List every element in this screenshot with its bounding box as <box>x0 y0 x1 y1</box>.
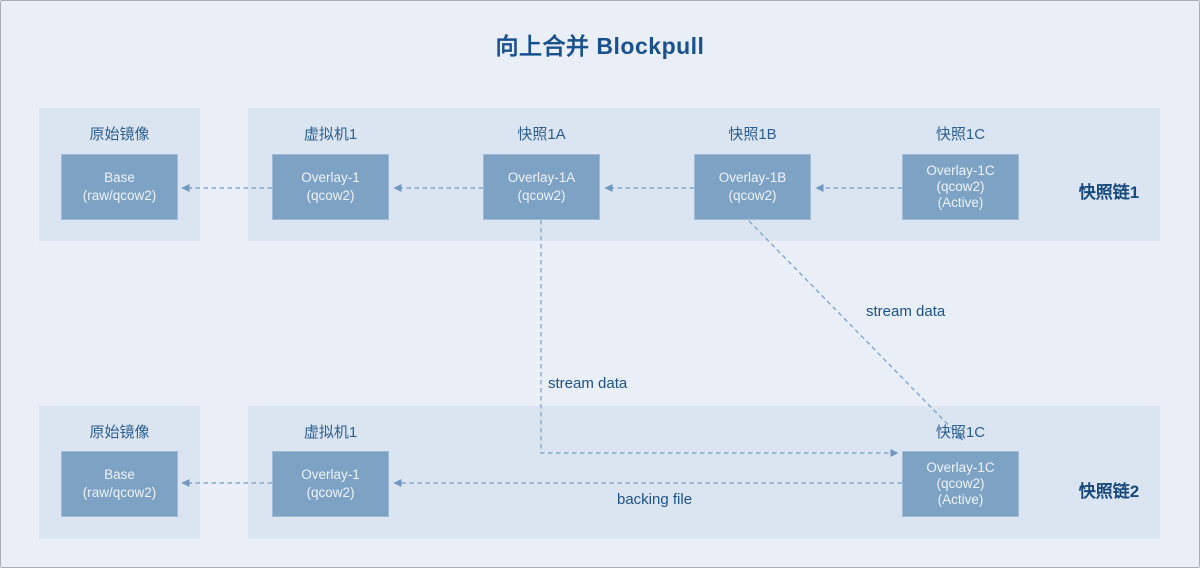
chain2-overlay1-box: Overlay-1 (qcow2) <box>272 451 389 517</box>
box-line: Base <box>104 170 135 185</box>
chain1-vm-label: 虚拟机1 <box>303 126 358 143</box>
chain2-name: 快照链2 <box>1078 482 1140 501</box>
diagram-title: 向上合并 Blockpull <box>495 33 705 59</box>
chain2-base-box: Base (raw/qcow2) <box>61 451 178 517</box>
stream-data-label-vertical: stream data <box>548 375 628 392</box>
box-line: Overlay-1 <box>301 467 360 482</box>
chain1-overlay1-box: Overlay-1 (qcow2) <box>272 154 389 220</box>
chain1-overlay1b-box: Overlay-1B (qcow2) <box>694 154 811 220</box>
box-line: (qcow2) <box>306 188 355 203</box>
chain2-vm-label: 虚拟机1 <box>303 424 358 441</box>
chain1-name: 快照链1 <box>1078 183 1140 202</box>
box-line: (qcow2) <box>517 188 566 203</box>
box-line: (qcow2) <box>936 179 985 194</box>
box-line: Overlay-1C <box>926 460 995 475</box>
box-line: Overlay-1A <box>507 170 576 185</box>
box-line: Overlay-1 <box>301 170 360 185</box>
box-line: (qcow2) <box>728 188 777 203</box>
box-line: (raw/qcow2) <box>82 485 157 500</box>
chain1-overlay1c-box: Overlay-1C (qcow2) (Active) <box>902 154 1019 220</box>
box-line: (qcow2) <box>936 476 985 491</box>
backing-file-label: backing file <box>617 491 693 508</box>
box-line: (Active) <box>937 492 984 507</box>
chain2-overlay1c-box: Overlay-1C (qcow2) (Active) <box>902 451 1019 517</box>
stream-data-label-diagonal: stream data <box>866 303 946 320</box>
chain2-snap1c-label: 快照1C <box>935 424 986 441</box>
chain1-snap1c-label: 快照1C <box>935 126 986 143</box>
box-line: Overlay-1B <box>718 170 787 185</box>
chain2-base-label: 原始镜像 <box>89 424 150 441</box>
chain1-snap1a-label: 快照1A <box>517 126 566 143</box>
box-line: Base <box>104 467 135 482</box>
chain1-snap1b-label: 快照1B <box>728 126 777 143</box>
chain1-base-label: 原始镜像 <box>89 126 150 143</box>
chain1-base-box: Base (raw/qcow2) <box>61 154 178 220</box>
box-line: Overlay-1C <box>926 163 995 178</box>
box-line: (qcow2) <box>306 485 355 500</box>
box-line: (Active) <box>937 195 984 210</box>
box-line: (raw/qcow2) <box>82 188 157 203</box>
chain1-overlay1a-box: Overlay-1A (qcow2) <box>483 154 600 220</box>
